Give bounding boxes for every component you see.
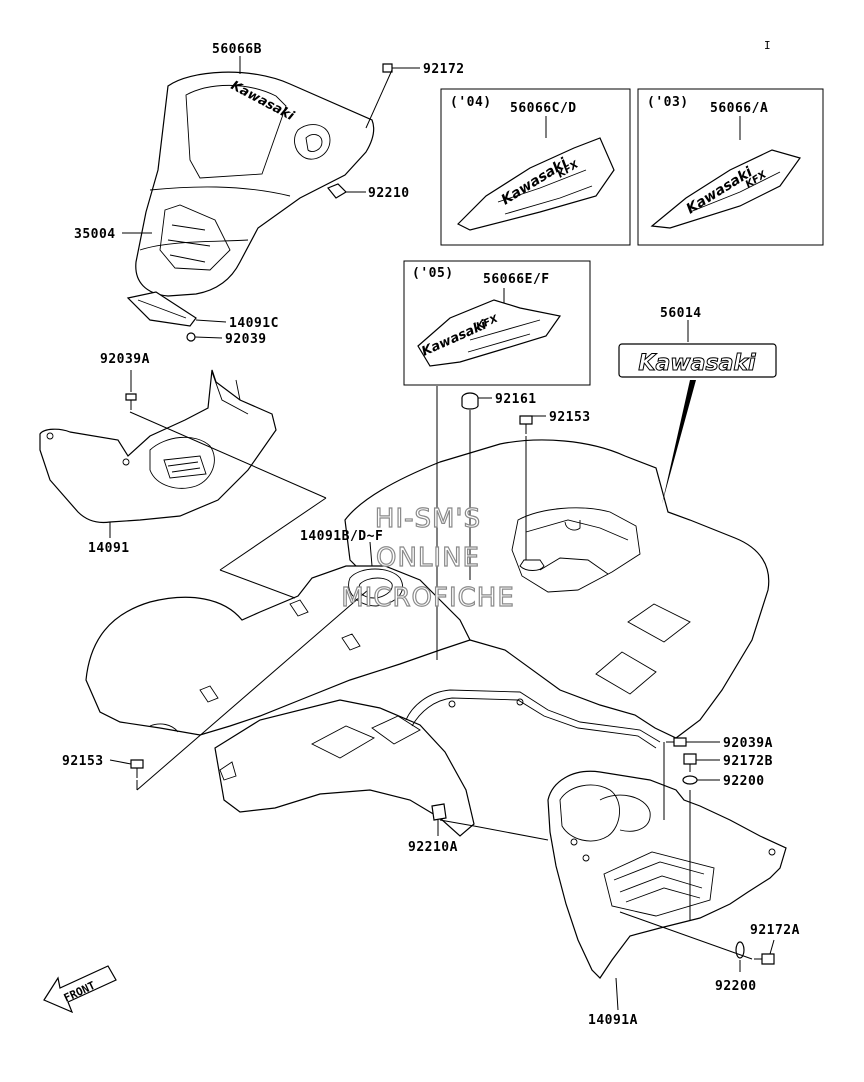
watermark-line-2: ONLINE bbox=[376, 543, 480, 573]
clip-92210 bbox=[327, 183, 347, 199]
label-14091BDF: 14091B/D~F bbox=[300, 529, 383, 544]
page-marker: I bbox=[764, 39, 771, 52]
label-92200-right: 92200 bbox=[723, 774, 765, 789]
label-92039: 92039 bbox=[225, 332, 267, 347]
bolt-92172A bbox=[754, 953, 775, 965]
label-92200-bottom: 92200 bbox=[715, 979, 757, 994]
watermark-line-1: HI-SM'S bbox=[375, 504, 481, 534]
nut-92039 bbox=[186, 332, 196, 342]
inset-04-year: ('04) bbox=[450, 95, 492, 110]
clip-92210A bbox=[431, 803, 447, 821]
bolt-92153-center bbox=[519, 415, 533, 434]
label-56066B: 56066B bbox=[212, 42, 262, 57]
label-56014: 56014 bbox=[660, 306, 702, 321]
bolt-92172B bbox=[683, 753, 697, 772]
inset-05-part: 56066E/F bbox=[483, 272, 550, 287]
bolt-92153-left bbox=[130, 759, 144, 778]
inset-03-part: 56066/A bbox=[710, 101, 768, 116]
front-direction-marker: FRONT bbox=[43, 965, 117, 1014]
screw-92172 bbox=[382, 63, 398, 73]
inset-04: ('04) 56066C/D Kawasaki KFX bbox=[440, 88, 631, 246]
label-14091A: 14091A bbox=[588, 1013, 638, 1028]
watermark-line-3: MICROFICHE bbox=[341, 583, 515, 613]
label-92210: 92210 bbox=[368, 186, 410, 201]
inset-03: ('03) 56066/A Kawasaki KFX bbox=[637, 88, 824, 246]
label-92039A-top: 92039A bbox=[100, 352, 150, 367]
label-92039A-right: 92039A bbox=[723, 736, 773, 751]
label-92172A: 92172A bbox=[750, 923, 800, 938]
label-leaders bbox=[109, 56, 775, 1011]
label-92210A: 92210A bbox=[408, 840, 458, 855]
watermark: HI-SM'S ONLINE MICROFICHE bbox=[341, 503, 515, 613]
rear-fender-14091BDF bbox=[85, 439, 770, 837]
label-92172B: 92172B bbox=[723, 754, 773, 769]
label-92172: 92172 bbox=[423, 62, 465, 77]
inset-03-year: ('03) bbox=[647, 95, 689, 110]
label-35004: 35004 bbox=[74, 227, 116, 242]
front-cover-35004: Kawasaki bbox=[135, 71, 375, 297]
label-14091C: 14091C bbox=[229, 316, 279, 331]
bolt-92039A-top bbox=[125, 393, 137, 410]
bracket-14091C bbox=[126, 291, 197, 327]
inset-05: ('05) 56066E/F Kawasaki KFX bbox=[403, 260, 591, 386]
footwell-14091A bbox=[547, 770, 787, 979]
emblem-brand-text: Kawasaki bbox=[638, 351, 756, 376]
label-92153-left: 92153 bbox=[62, 754, 104, 769]
bolt-92039A-right bbox=[666, 737, 687, 747]
emblem-pointer bbox=[662, 380, 696, 504]
inset-05-year: ('05) bbox=[412, 266, 454, 281]
assembly-lines bbox=[129, 386, 753, 960]
label-92153-center: 92153 bbox=[549, 410, 591, 425]
label-92161: 92161 bbox=[495, 392, 537, 407]
washer-92200-right bbox=[682, 775, 698, 785]
cover-14091 bbox=[39, 369, 277, 524]
emblem-56014: Kawasaki bbox=[618, 343, 777, 378]
grommet-92161 bbox=[461, 392, 479, 410]
label-14091: 14091 bbox=[88, 541, 130, 556]
inset-04-part: 56066C/D bbox=[510, 101, 577, 116]
